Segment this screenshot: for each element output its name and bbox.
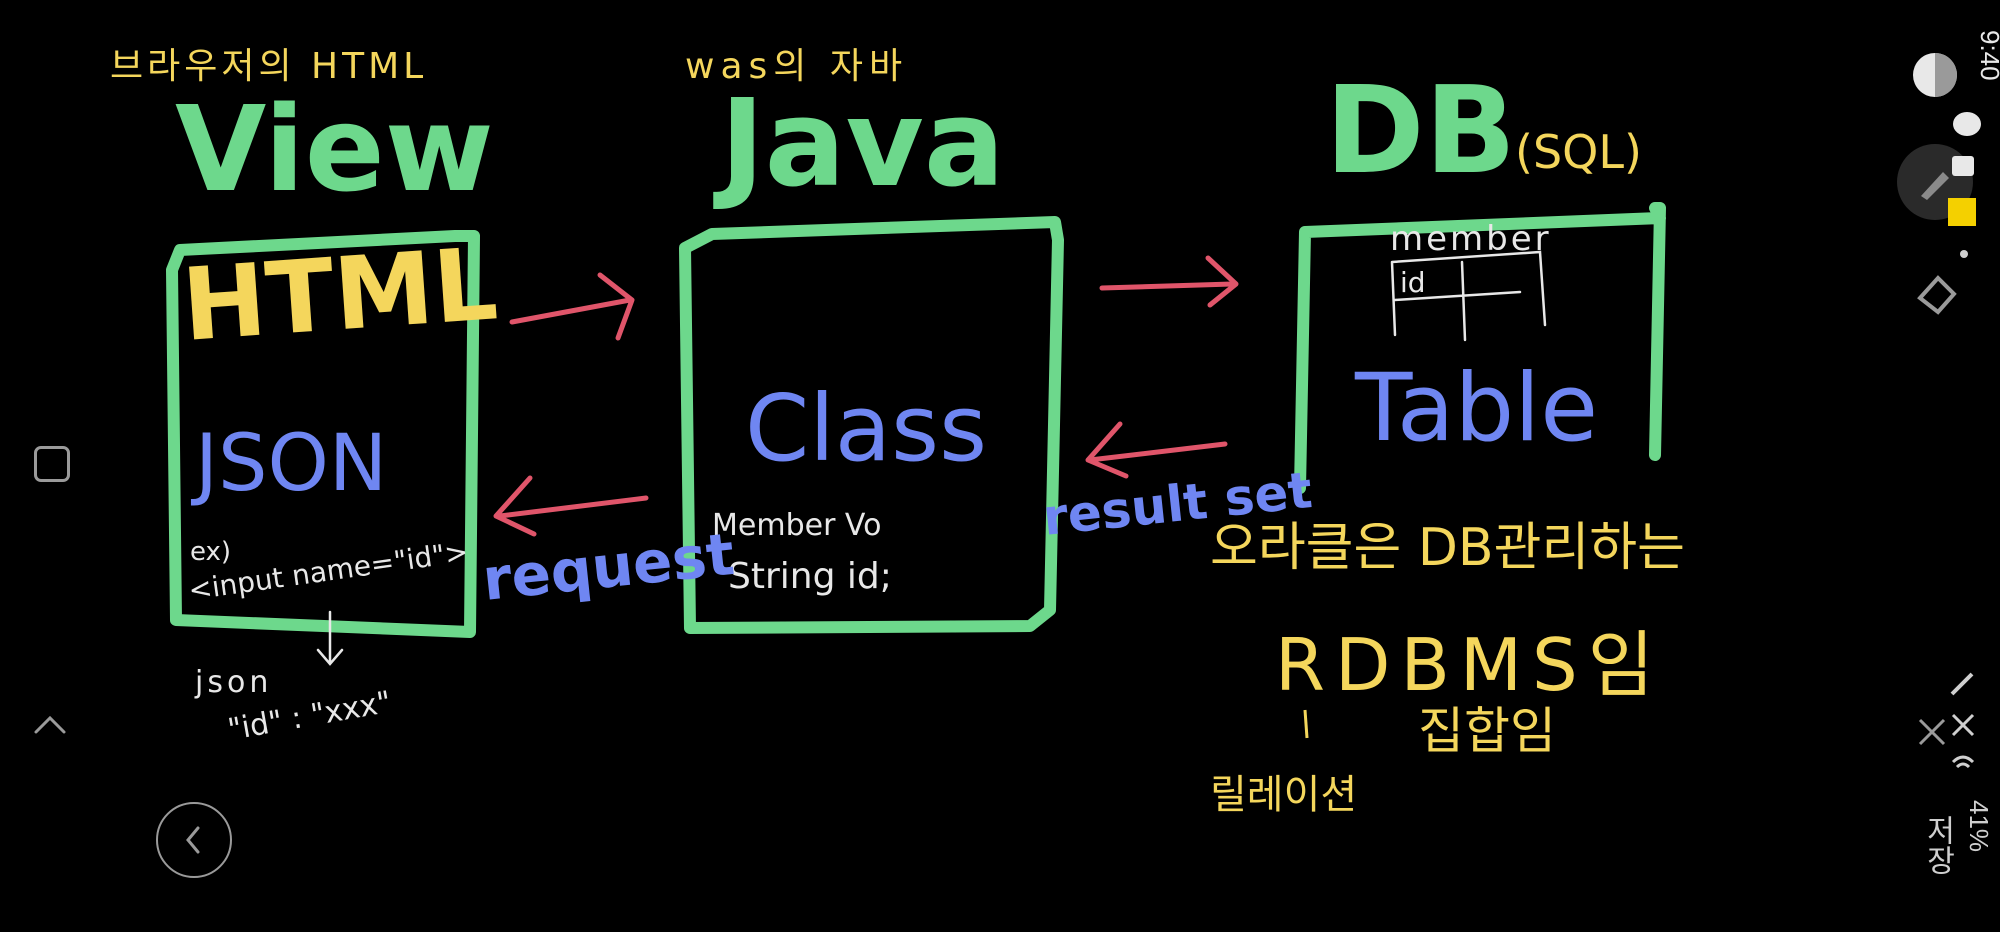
down-arrow (316, 610, 344, 666)
table-cell-label: id (1400, 266, 1426, 299)
rdbms-note: RDBMS임 (1275, 623, 1664, 707)
class-note-line-1: Member Vo (712, 508, 881, 543)
back-button[interactable] (156, 802, 232, 878)
back-arrow-icon (186, 826, 200, 854)
class-label: Class (745, 375, 987, 482)
json-result-line-1: json (194, 665, 272, 700)
java-title: Java (713, 75, 1005, 214)
db-title: DB (1325, 62, 1516, 201)
stylus-icon (1950, 672, 1974, 696)
html-label: HTML (179, 225, 502, 364)
chevron-up-icon[interactable] (30, 710, 70, 740)
set-note: 집합임 (1418, 702, 1556, 760)
db-box (1294, 202, 1666, 494)
json-label: JSON (190, 419, 387, 509)
view-box (166, 230, 480, 638)
close-pen-icon[interactable] (1912, 712, 1952, 752)
mute-icon (1951, 713, 1975, 737)
relation-note: 릴레이션 (1210, 772, 1357, 818)
arrow-java-to-view (493, 475, 649, 537)
class-note-line-2: String id; (728, 556, 892, 597)
java-box (679, 216, 1064, 634)
table-label: Table (1354, 354, 1598, 463)
eraser-icon[interactable] (1912, 268, 1962, 318)
view-caption: 브라우저의 HTML (110, 46, 427, 87)
request-label: request (479, 520, 737, 614)
db-sql-label: (SQL) (1515, 125, 1642, 179)
java-caption: was의 자바 (685, 46, 908, 87)
oracle-note: 오라클은 DB관리하는 (1210, 518, 1685, 578)
rdbms-tick (1303, 709, 1309, 739)
notification-badge-icon (1948, 198, 1976, 226)
message-icon (1952, 156, 1974, 176)
view-title: View (175, 80, 494, 218)
battery-level: 41% (1964, 800, 1994, 853)
recent-apps-icon[interactable] (34, 446, 70, 482)
arrow-db-to-java (1085, 421, 1228, 479)
talk-icon (1953, 112, 1981, 136)
dot-icon (1960, 250, 1968, 258)
save-button[interactable]: 저장 (1920, 815, 1955, 875)
status-clock: 9:40 (1975, 30, 2000, 81)
arrow-java-to-db (1099, 255, 1239, 308)
moon-icon (1913, 53, 1957, 97)
wifi-icon (1951, 755, 1975, 769)
table-sketch (1390, 250, 1547, 342)
arrow-view-to-java (509, 272, 635, 341)
json-example-line-1: ex) (190, 537, 231, 567)
